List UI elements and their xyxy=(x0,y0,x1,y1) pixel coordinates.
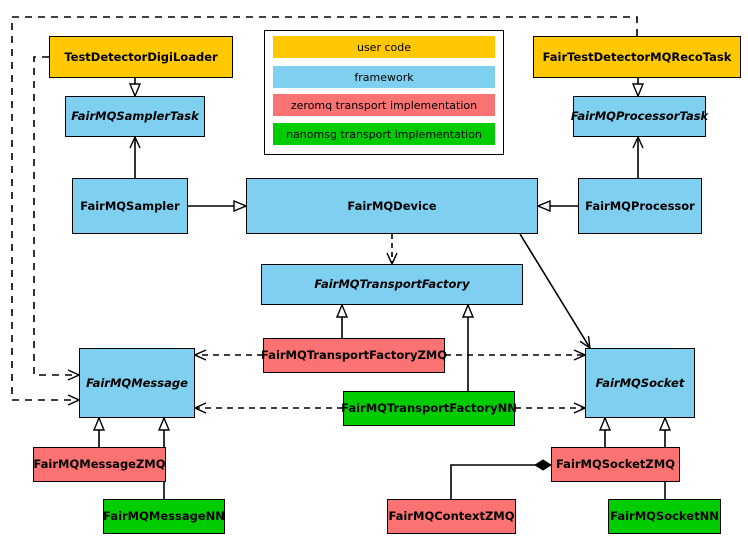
legend-label-user-code: user code xyxy=(356,40,412,54)
class-node-fairmqcontextzmq[interactable]: FairMQContextZMQ xyxy=(387,499,516,534)
legend-item-nanomsg: nanomsg transport implementation xyxy=(273,123,495,145)
class-node-fairmqmessagenn[interactable]: FairMQMessageNN xyxy=(103,499,225,534)
legend-label-framework: framework xyxy=(354,70,414,84)
class-node-fairtestdetectormqrecotask[interactable]: FairTestDetectorMQRecoTask xyxy=(533,36,741,78)
class-node-fairmqsocket[interactable]: FairMQSocket xyxy=(585,348,695,418)
class-node-fairmqtransportfactorynn[interactable]: FairMQTransportFactoryNN xyxy=(341,391,517,426)
class-node-fairmqprocessor[interactable]: FairMQProcessor xyxy=(578,178,702,234)
legend-item-framework: framework xyxy=(273,66,495,88)
edge-digiloader-message xyxy=(33,56,79,375)
edge-device-socket xyxy=(519,233,590,348)
class-node-fairmqdevice[interactable]: FairMQDevice xyxy=(246,178,538,234)
class-node-testdetectordigiloader[interactable]: TestDetectorDigiLoader xyxy=(49,36,233,78)
legend-item-zeromq: zeromq transport implementation xyxy=(273,94,495,116)
class-node-fairmqsampler[interactable]: FairMQSampler xyxy=(72,178,188,234)
class-node-fairmqmessage[interactable]: FairMQMessage xyxy=(79,348,195,418)
class-node-fairmqsamplertask[interactable]: FairMQSamplerTask xyxy=(65,96,205,137)
legend-label-nanomsg: nanomsg transport implementation xyxy=(286,127,482,141)
class-node-fairmqtransportfactory[interactable]: FairMQTransportFactory xyxy=(261,264,523,305)
legend-item-user-code: user code xyxy=(273,36,495,58)
edge-contextzmq-socketzmq xyxy=(450,459,552,499)
class-node-fairmqsocketnn[interactable]: FairMQSocketNN xyxy=(608,499,721,534)
class-node-fairmqmessagezmq[interactable]: FairMQMessageZMQ xyxy=(33,447,166,482)
class-node-fairmqprocessortask[interactable]: FairMQProcessorTask xyxy=(571,96,708,137)
class-node-fairmqsocketzmq[interactable]: FairMQSocketZMQ xyxy=(551,447,680,482)
legend-label-zeromq: zeromq transport implementation xyxy=(290,98,478,112)
class-node-fairmqtransportfactoryzmq[interactable]: FairMQTransportFactoryZMQ xyxy=(261,338,447,373)
edge-recotask-message xyxy=(11,16,638,400)
